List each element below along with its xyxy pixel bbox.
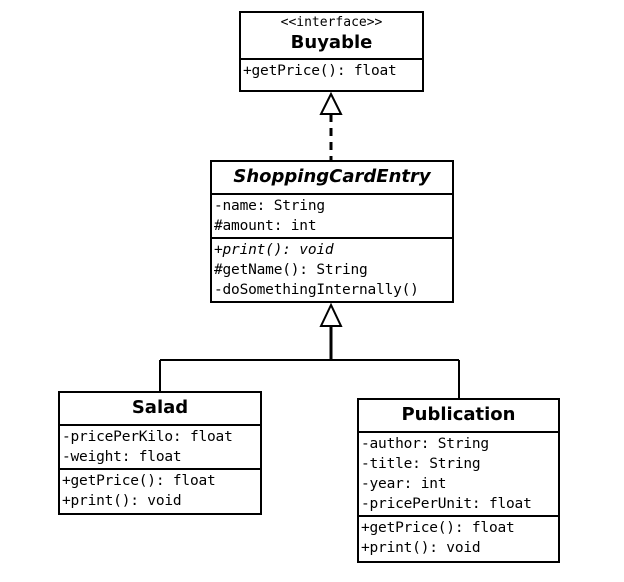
method: +getPrice(): float bbox=[62, 473, 216, 489]
method: +getPrice(): float bbox=[361, 520, 515, 536]
attribute: -weight: float bbox=[62, 449, 182, 465]
attribute: -pricePerUnit: float bbox=[361, 496, 532, 512]
method: +getPrice(): float bbox=[243, 63, 397, 79]
attribute: -name: String bbox=[214, 198, 325, 214]
class-buyable-header: <<interface>> Buyable bbox=[241, 13, 422, 60]
method: +print(): void bbox=[62, 493, 182, 509]
attribute: -pricePerKilo: float bbox=[62, 429, 233, 445]
class-buyable[interactable]: <<interface>> Buyable +getPrice(): float bbox=[239, 11, 424, 92]
class-name: ShoppingCardEntry bbox=[233, 166, 431, 187]
attributes-compartment: -name: String #amount: int bbox=[212, 195, 452, 237]
class-name: Buyable bbox=[290, 32, 373, 53]
attribute: -author: String bbox=[361, 436, 489, 452]
methods-compartment: +print(): void #getName(): String -doSom… bbox=[212, 237, 452, 301]
class-salad[interactable]: Salad -pricePerKilo: float -weight: floa… bbox=[58, 391, 262, 515]
class-shopping-card-entry[interactable]: ShoppingCardEntry -name: String #amount:… bbox=[210, 160, 454, 303]
class-name: Publication bbox=[401, 404, 516, 425]
class-publication[interactable]: Publication -author: String -title: Stri… bbox=[357, 398, 560, 563]
attribute: -title: String bbox=[361, 456, 481, 472]
class-publication-header: Publication bbox=[359, 400, 558, 433]
class-salad-header: Salad bbox=[60, 393, 260, 426]
methods-compartment: +getPrice(): float bbox=[241, 60, 422, 82]
class-shopping-card-entry-header: ShoppingCardEntry bbox=[212, 162, 452, 195]
attribute: #amount: int bbox=[214, 218, 317, 234]
generalization-arrowhead bbox=[319, 302, 343, 327]
methods-compartment: +getPrice(): float +print(): void bbox=[359, 515, 558, 559]
abstract-method: +print(): void bbox=[214, 242, 334, 258]
attribute: -year: int bbox=[361, 476, 447, 492]
class-name: Salad bbox=[131, 397, 189, 418]
method: #getName(): String bbox=[214, 262, 368, 278]
methods-compartment: +getPrice(): float +print(): void bbox=[60, 468, 260, 512]
realization-arrowhead bbox=[319, 91, 343, 115]
method: -doSomethingInternally() bbox=[214, 282, 419, 298]
attributes-compartment: -pricePerKilo: float -weight: float bbox=[60, 426, 260, 468]
attributes-compartment: -author: String -title: String -year: in… bbox=[359, 433, 558, 515]
stereotype-label: <<interface>> bbox=[280, 15, 383, 30]
method: +print(): void bbox=[361, 540, 481, 556]
